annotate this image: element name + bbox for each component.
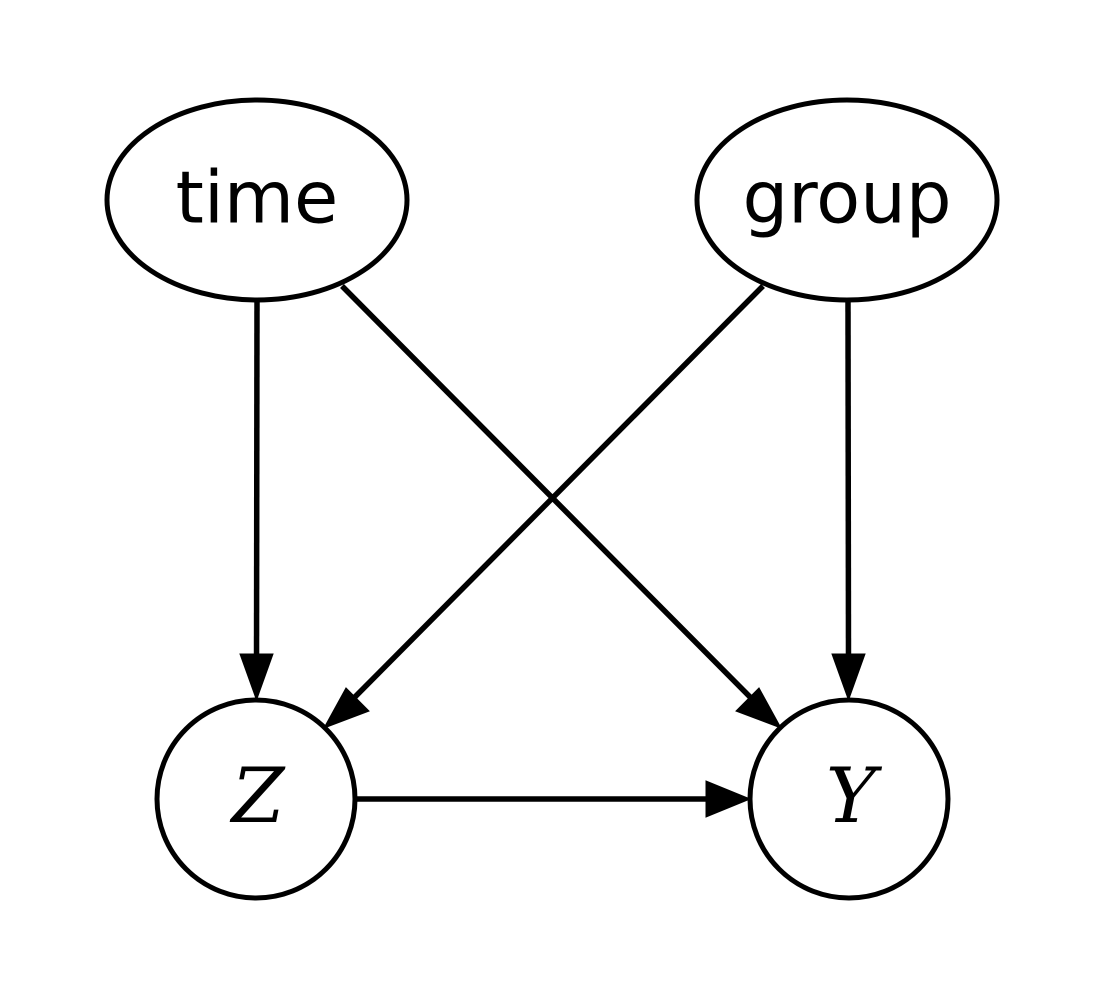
edge-group-to-Y-line: [845, 299, 852, 673]
node-group-label: group: [742, 156, 951, 240]
edge-time-to-Z-line: [253, 299, 260, 673]
edge-time-to-Z-arrowhead: [239, 653, 274, 702]
edge-group-to-Y[interactable]: [831, 299, 866, 702]
node-time-label: time: [176, 156, 339, 240]
edge-group-to-Z-arrowhead: [322, 687, 370, 729]
node-Y[interactable]: Y: [747, 697, 951, 901]
edge-Z-to-Y[interactable]: [356, 780, 752, 818]
edge-group-to-Y-arrowhead: [831, 653, 866, 702]
node-Z-circle: [154, 697, 358, 901]
node-Y-label: Y: [826, 751, 883, 840]
node-Z[interactable]: Z: [154, 697, 358, 901]
edge-group-to-Z[interactable]: [322, 284, 765, 729]
edge-time-to-Z[interactable]: [239, 299, 274, 702]
node-group-ellipse: [694, 97, 1000, 303]
edge-Z-to-Y-arrowhead: [705, 780, 752, 818]
node-time[interactable]: time: [104, 97, 410, 303]
node-time-ellipse: [104, 97, 410, 303]
edge-time-to-Y-arrowhead: [735, 687, 783, 729]
edge-group-to-Z-line: [341, 284, 765, 711]
node-Z-label: Z: [230, 751, 286, 840]
node-Y-circle: [747, 697, 951, 901]
node-group[interactable]: group: [694, 97, 1000, 303]
